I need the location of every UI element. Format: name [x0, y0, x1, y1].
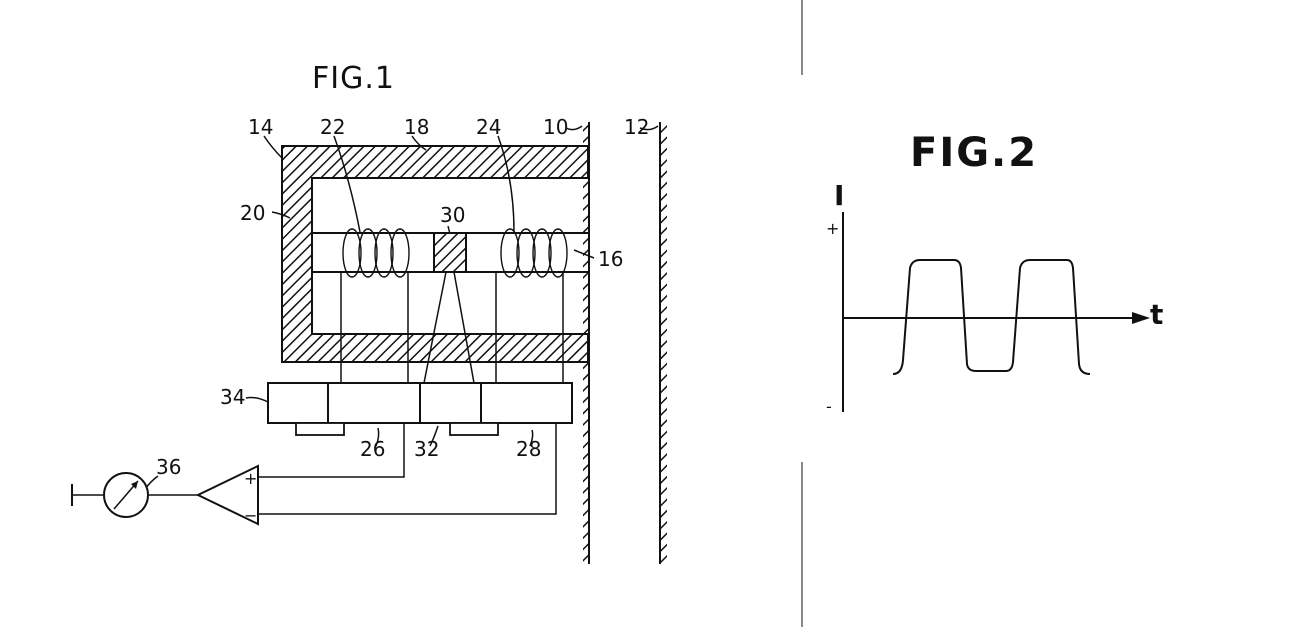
- fig1-diagram: FIG.1: [72, 61, 667, 564]
- ref-30: 30: [440, 203, 465, 227]
- amplifier: + −: [198, 466, 258, 525]
- ref-34: 34: [220, 385, 245, 409]
- fig2-title: FIG.2: [910, 130, 1038, 176]
- coil-24: [501, 229, 567, 277]
- magnet-30: [434, 233, 466, 272]
- y-plus-sign: +: [826, 219, 839, 238]
- amplifier-minus-sign: −: [244, 506, 257, 525]
- ref-26: 26: [360, 437, 385, 461]
- ref-24: 24: [476, 115, 501, 139]
- ref-20: 20: [240, 201, 265, 225]
- ref-18: 18: [404, 115, 429, 139]
- fig1-title: FIG.1: [312, 61, 395, 96]
- wall-12: [660, 122, 667, 564]
- ref-16: 16: [598, 247, 623, 271]
- x-axis-label: t: [1150, 298, 1163, 331]
- coil-leads: [341, 272, 563, 383]
- ref-12: 12: [624, 115, 649, 139]
- leader-lines: [146, 126, 658, 488]
- y-axis-label: I: [834, 179, 844, 212]
- ref-22: 22: [320, 115, 345, 139]
- ref-32: 32: [414, 437, 439, 461]
- electronics-blocks: [268, 383, 572, 435]
- fig2-diagram: FIG.2 I t + -: [826, 130, 1163, 416]
- ref-14: 14: [248, 115, 273, 139]
- coil-22: [343, 229, 409, 277]
- ref-10: 10: [543, 115, 568, 139]
- meter-36: [104, 473, 148, 517]
- amplifier-plus-sign: +: [244, 469, 257, 488]
- fig2-axes: I t + -: [826, 179, 1163, 416]
- ref-36: 36: [156, 455, 181, 479]
- ref-28: 28: [516, 437, 541, 461]
- y-minus-sign: -: [826, 397, 832, 416]
